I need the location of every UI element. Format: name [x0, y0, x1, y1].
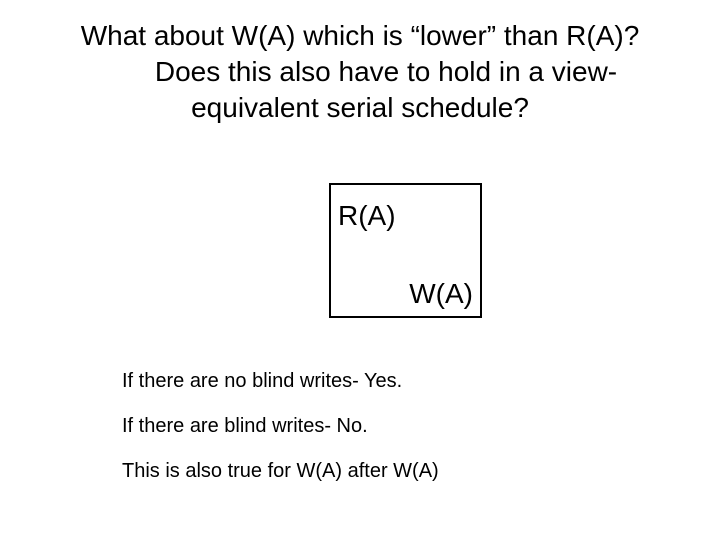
title-line-2: Does this also have to hold in a view- [154, 56, 618, 87]
slide-title: What about W(A) which is “lower” than R(… [0, 18, 720, 126]
note-line-w-after-w: This is also true for W(A) after W(A) [122, 460, 439, 482]
title-line-1: What about W(A) which is “lower” than R(… [80, 20, 640, 51]
read-operation-label: R(A) [338, 200, 396, 231]
schedule-box: R(A) W(A) [329, 183, 482, 318]
title-line-3: equivalent serial schedule? [191, 92, 529, 123]
write-operation-label: W(A) [409, 278, 473, 309]
note-line-blind-writes: If there are blind writes- No. [122, 415, 368, 437]
notes-block: If there are no blind writes- Yes. If th… [122, 369, 439, 504]
note-line-no-blind-writes: If there are no blind writes- Yes. [122, 370, 403, 392]
